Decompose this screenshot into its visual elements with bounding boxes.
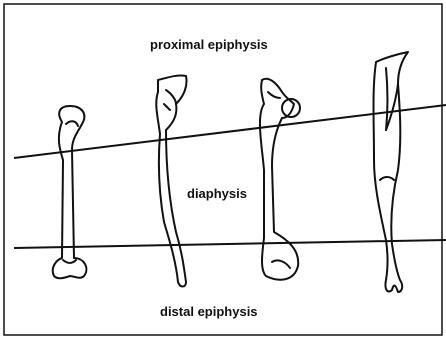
label-proximal-epiphysis: proximal epiphysis [150, 38, 268, 51]
label-diaphysis: diaphysis [187, 187, 247, 200]
frame-border [4, 4, 442, 335]
label-distal-epiphysis: distal epiphysis [160, 305, 258, 318]
